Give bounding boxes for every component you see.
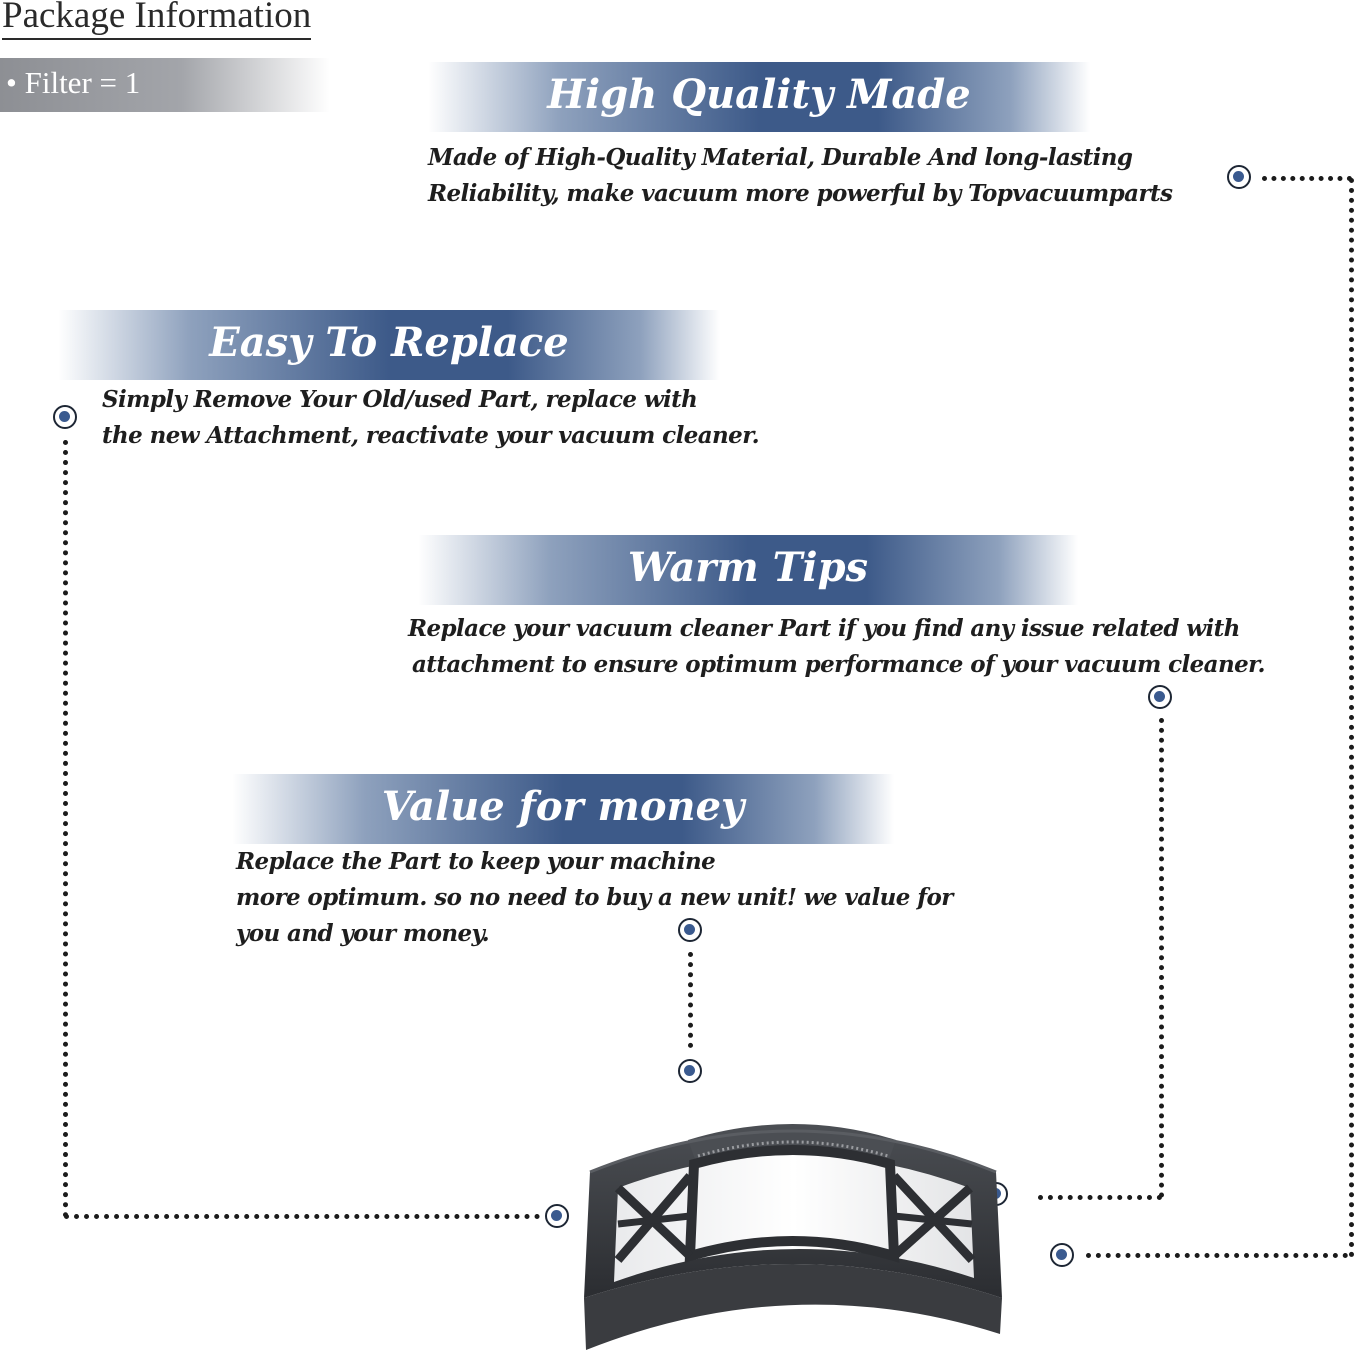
desc-easy-replace-line1: Simply Remove Your Old/used Part, replac… [102,386,698,413]
banner-value-money: Value for money [232,774,894,844]
connector-easy-left [63,440,68,1218]
connector-hq-right [1349,178,1354,1258]
connector-dot-icon [678,918,702,942]
desc-high-quality-line2: Reliability, make vacuum more powerful b… [428,180,1173,207]
connector-dot-icon [1148,685,1172,709]
connector-dot-icon [1227,165,1251,189]
connector-value-vertical [688,952,693,1048]
banner-warm-tips: Warm Tips [418,535,1078,605]
vacuum-filter-image [584,1124,1002,1350]
desc-easy-replace-line2: the new Attachment, reactivate your vacu… [102,422,760,449]
connector-hq-bottom [1086,1253,1348,1258]
connector-dot-icon [1050,1243,1074,1267]
desc-warm-tips-line2: attachment to ensure optimum performance… [412,651,1266,678]
connector-tips-bottom [1038,1195,1162,1200]
connector-easy-bottom [64,1214,540,1219]
package-title: Package Information [2,0,312,40]
connector-tips-vertical [1159,718,1164,1198]
package-item-filter: • Filter = 1 [0,58,330,112]
desc-warm-tips-line1: Replace your vacuum cleaner Part if you … [408,615,1240,642]
connector-dot-icon [53,405,77,429]
desc-high-quality-line1: Made of High-Quality Material, Durable A… [428,144,1133,171]
connector-hq-top [1262,176,1352,181]
banner-easy-replace: Easy To Replace [58,310,720,380]
banner-high-quality: High Quality Made [428,62,1090,132]
desc-value-money-line2: more optimum. so no need to buy a new un… [236,884,953,911]
desc-value-money-line3: you and your money. [236,920,490,947]
connector-dot-icon [545,1204,569,1228]
desc-value-money-line1: Replace the Part to keep your machine [236,848,716,875]
connector-dot-icon [678,1059,702,1083]
